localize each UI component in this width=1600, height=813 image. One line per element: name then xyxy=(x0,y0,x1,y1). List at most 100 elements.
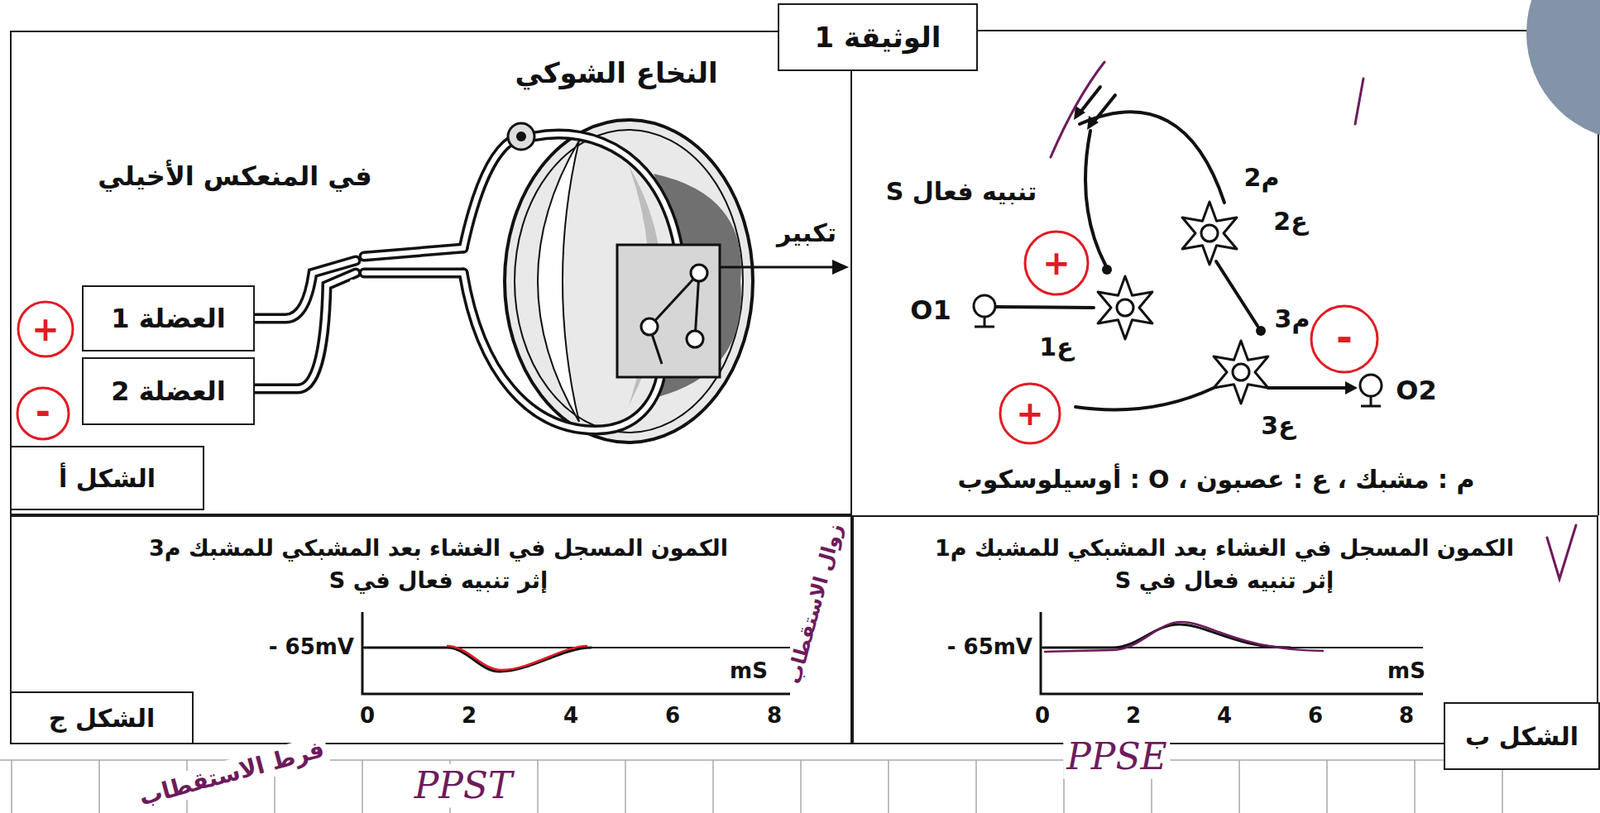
pen-note: زوال الاستقطاب xyxy=(780,517,849,690)
oscilloscope-label: O2 xyxy=(1395,374,1437,407)
pen-stroke xyxy=(1050,62,1105,158)
zoom-neuron xyxy=(686,330,704,348)
synapse-knob xyxy=(1101,264,1112,275)
probe xyxy=(973,295,996,317)
grid-line xyxy=(712,760,714,813)
box-label: العضلة 2 xyxy=(110,375,226,408)
axon xyxy=(1216,261,1258,326)
synapse-label: م3 xyxy=(1274,304,1311,335)
pen-note: PPST xyxy=(411,764,517,809)
zoom-arrow xyxy=(719,259,849,275)
recording-line xyxy=(1268,386,1347,390)
arrow-head xyxy=(832,259,849,275)
neuron-circuit xyxy=(996,86,1347,410)
panel-heading: في المنعكس الأخيلي xyxy=(97,160,372,192)
box-label: الشكل ج xyxy=(48,704,155,733)
neuron-body xyxy=(1213,340,1269,404)
tick-label: 0 xyxy=(1034,703,1050,729)
nerve xyxy=(254,273,356,389)
probe-stem xyxy=(974,316,995,327)
dashed-break xyxy=(351,248,373,282)
neuron-body xyxy=(1182,201,1237,265)
annotation-circle xyxy=(1311,306,1378,373)
nerve xyxy=(364,248,464,257)
dorsal-root xyxy=(463,140,512,249)
box-label: الشكل ب xyxy=(1465,722,1579,752)
pen-mark: + xyxy=(31,309,60,350)
pen-note: فرط الاستقطاب xyxy=(133,734,331,813)
pen-tick xyxy=(1547,525,1577,580)
axes xyxy=(1040,612,1423,695)
panel-heading: النخاع الشوكي xyxy=(514,56,718,91)
pen-stroke xyxy=(1355,78,1364,125)
box-label: الشكل أ xyxy=(58,464,156,494)
pen-note: PPSE xyxy=(1063,735,1170,780)
stimulus-arrow xyxy=(1078,86,1101,115)
key-line: م : مشبك ، ع : عصبون ، O : أوسيلوسكوب xyxy=(958,464,1476,495)
sensory-branch xyxy=(1085,130,1106,265)
grid-line xyxy=(800,760,802,813)
zoom-label: تكبير xyxy=(776,218,837,249)
nerve xyxy=(254,273,356,389)
annotation-circle xyxy=(1025,231,1088,295)
panel-frame xyxy=(852,30,1599,516)
pen-marks xyxy=(1050,62,1577,580)
axon xyxy=(1075,388,1214,410)
tick-label: 4 xyxy=(563,703,579,729)
graph-b xyxy=(1040,612,1423,695)
nerve xyxy=(254,260,356,319)
zoom-neuron xyxy=(690,264,708,282)
neuron-label: ع1 xyxy=(1039,332,1074,363)
dash xyxy=(351,279,373,283)
grid-line xyxy=(624,760,627,813)
tick-label: 8 xyxy=(766,703,782,729)
zoom-rect xyxy=(617,244,720,378)
spinal-cord xyxy=(504,119,753,443)
annotation-circle xyxy=(18,301,73,357)
grid-line xyxy=(975,760,978,813)
probe-stem xyxy=(1360,396,1381,407)
axes xyxy=(362,612,791,695)
dash xyxy=(351,246,373,250)
dorsal-root xyxy=(533,134,679,249)
white-matter xyxy=(537,140,580,422)
oscilloscope-symbol xyxy=(1360,374,1382,407)
muscle-box: العضلة 2 xyxy=(81,357,255,426)
nerve xyxy=(364,270,464,276)
potential-curve xyxy=(1042,624,1291,648)
annotation-circle xyxy=(1000,383,1060,444)
dorsal-root xyxy=(463,140,512,249)
zoom-neuron xyxy=(641,318,658,336)
axis-unit: mS xyxy=(1387,658,1426,685)
ganglion xyxy=(507,123,535,150)
grid-line xyxy=(1238,760,1241,813)
tick-label: 6 xyxy=(665,703,681,729)
dorsal-root xyxy=(533,134,679,249)
figure-tag: الشكل أ xyxy=(9,445,205,511)
red-annotations xyxy=(17,231,1378,444)
oscilloscope-label: O1 xyxy=(910,294,951,326)
probe xyxy=(1360,374,1382,397)
tick-label: 2 xyxy=(461,703,477,729)
tick-label: 4 xyxy=(1216,703,1232,729)
axis-value: - 65mV xyxy=(947,634,1033,661)
pen-curve xyxy=(446,646,588,671)
nerve xyxy=(364,268,464,279)
axis-unit: mS xyxy=(729,658,768,685)
figure-panel: النخاع الشوكيفي المنعكس الأخيليالعضلة 1ا… xyxy=(9,30,853,516)
graph-caption: الكمون المسجل في الغشاء بعد المشبكي للمش… xyxy=(132,531,745,597)
grid-line xyxy=(10,760,13,813)
graph-panel: الكمون المسجل في الغشاء بعد المشبكي للمش… xyxy=(9,515,853,745)
ganglion-body xyxy=(516,131,527,142)
graph-caption: الكمون المسجل في الغشاء بعد المشبكي للمش… xyxy=(918,531,1531,597)
nerve xyxy=(364,248,464,257)
tick-label: 8 xyxy=(1398,703,1414,729)
grid-line xyxy=(1326,760,1328,813)
oscilloscope-symbol xyxy=(973,295,996,327)
axis-value: - 65mV xyxy=(268,634,355,661)
grid-line xyxy=(536,760,539,813)
cord-inner-outline xyxy=(514,129,743,433)
synapse-label: م2 xyxy=(1244,162,1280,193)
grid-line xyxy=(887,760,890,813)
